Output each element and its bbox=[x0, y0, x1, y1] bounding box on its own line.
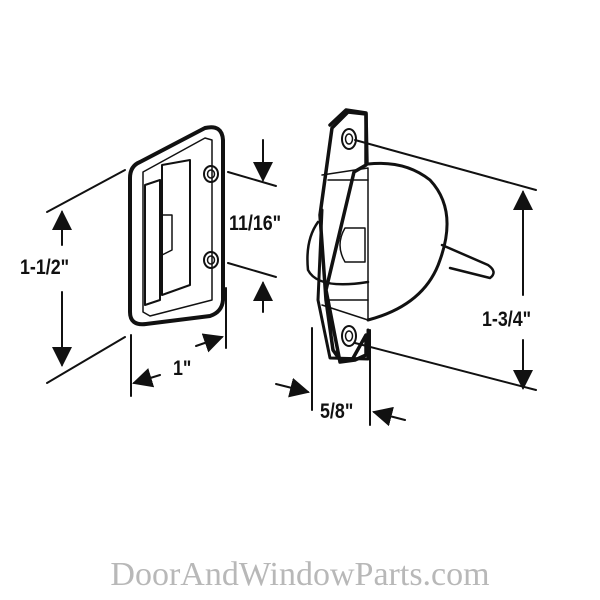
dimension-keeper-hole-spacing: 11/16" bbox=[229, 212, 282, 235]
keeper-part bbox=[128, 125, 225, 327]
dimension-lock-depth: 5/8" bbox=[320, 400, 354, 423]
dimension-keeper-height: 1-1/2" bbox=[20, 256, 70, 279]
lock-dimensions bbox=[275, 139, 537, 427]
watermark-text: DoorAndWindowParts.com bbox=[110, 556, 490, 593]
keeper-dimensions bbox=[46, 139, 277, 397]
sash-lock-part bbox=[306, 108, 495, 364]
dimension-lock-hole-spacing: 1-3/4" bbox=[482, 308, 532, 331]
dimension-keeper-width: 1" bbox=[173, 357, 192, 380]
